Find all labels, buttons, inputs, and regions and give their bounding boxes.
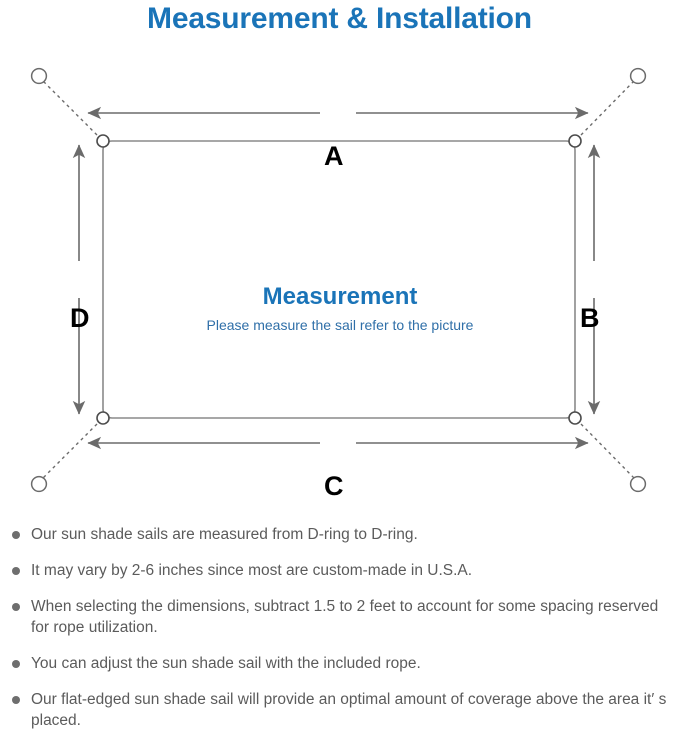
- page-title: Measurement & Installation: [147, 2, 532, 35]
- rope-line-bottom-right: [580, 423, 636, 480]
- bullet-icon: [12, 603, 20, 611]
- list-item-text: Our sun shade sails are measured from D-…: [31, 526, 418, 543]
- d-ring-bottom-left: [96, 411, 110, 425]
- anchor-point-bottom-left: [30, 475, 48, 493]
- sail-sublabel: Please measure the sail refer to the pic…: [206, 317, 474, 333]
- anchor-point-bottom-right: [629, 475, 647, 493]
- list-item-text: You can adjust the sun shade sail with t…: [31, 655, 421, 672]
- list-item: Our sun shade sails are measured from D-…: [0, 524, 679, 545]
- dimension-label-b: B: [580, 303, 600, 333]
- bullet-icon: [12, 696, 20, 704]
- bullet-icon: [12, 567, 20, 575]
- d-ring-bottom-right: [568, 411, 582, 425]
- list-item: Our flat-edged sun shade sail will provi…: [0, 689, 679, 731]
- sail-outline: [102, 140, 576, 419]
- dimension-label-c: C: [324, 471, 344, 501]
- list-item: You can adjust the sun shade sail with t…: [0, 653, 679, 674]
- sail-label: Measurement: [262, 283, 418, 310]
- d-ring-top-left: [96, 134, 110, 148]
- list-item-text: It may vary by 2-6 inches since most are…: [31, 562, 473, 579]
- dimension-label-d: D: [70, 303, 90, 333]
- d-ring-top-right: [568, 134, 582, 148]
- anchor-point-top-left: [30, 67, 48, 85]
- list-item-text: Our flat-edged sun shade sail will provi…: [31, 691, 667, 729]
- rope-line-top-left: [41, 79, 98, 136]
- bullet-icon: [12, 660, 20, 668]
- notes-list: Our sun shade sails are measured from D-…: [0, 524, 679, 746]
- diagram-canvas: [30, 67, 647, 493]
- sail-center-text: Measurement Please measure the sail refe…: [120, 282, 560, 335]
- list-item: When selecting the dimensions, subtract …: [0, 596, 679, 638]
- list-item-text: When selecting the dimensions, subtract …: [31, 598, 659, 636]
- list-item: It may vary by 2-6 inches since most are…: [0, 560, 679, 581]
- dimension-label-a: A: [324, 141, 344, 171]
- anchor-point-top-right: [629, 67, 647, 85]
- bullet-icon: [12, 531, 20, 539]
- rope-line-top-right: [580, 79, 636, 136]
- shade-sail-diagram: A B C D Measurement Please measure the s…: [0, 46, 679, 516]
- rope-line-bottom-left: [41, 423, 98, 480]
